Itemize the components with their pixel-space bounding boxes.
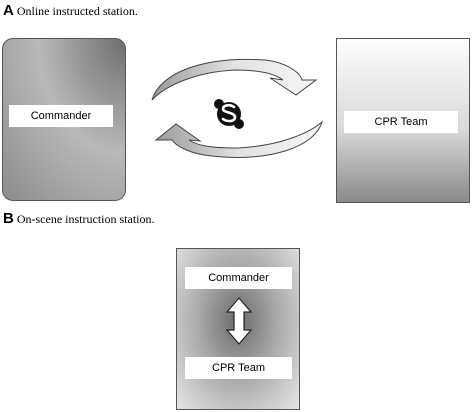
bottom-curved-arrow-icon bbox=[154, 120, 323, 158]
skype-icon bbox=[214, 99, 244, 129]
cpr-team-label: CPR Team bbox=[344, 111, 458, 133]
vertical-double-arrow-icon bbox=[225, 297, 253, 345]
cpr-team-label-b: CPR Team bbox=[185, 357, 292, 379]
panel-b-title: On-scene instruction station. bbox=[16, 212, 155, 226]
panel-a-title: Online instructed station. bbox=[16, 4, 138, 18]
panel-b-letter: B bbox=[3, 210, 14, 227]
commander-label: Commander bbox=[9, 105, 113, 127]
panel-a-letter: A bbox=[3, 2, 14, 19]
commander-label-b: Commander bbox=[185, 267, 292, 289]
top-curved-arrow-icon bbox=[151, 58, 318, 101]
